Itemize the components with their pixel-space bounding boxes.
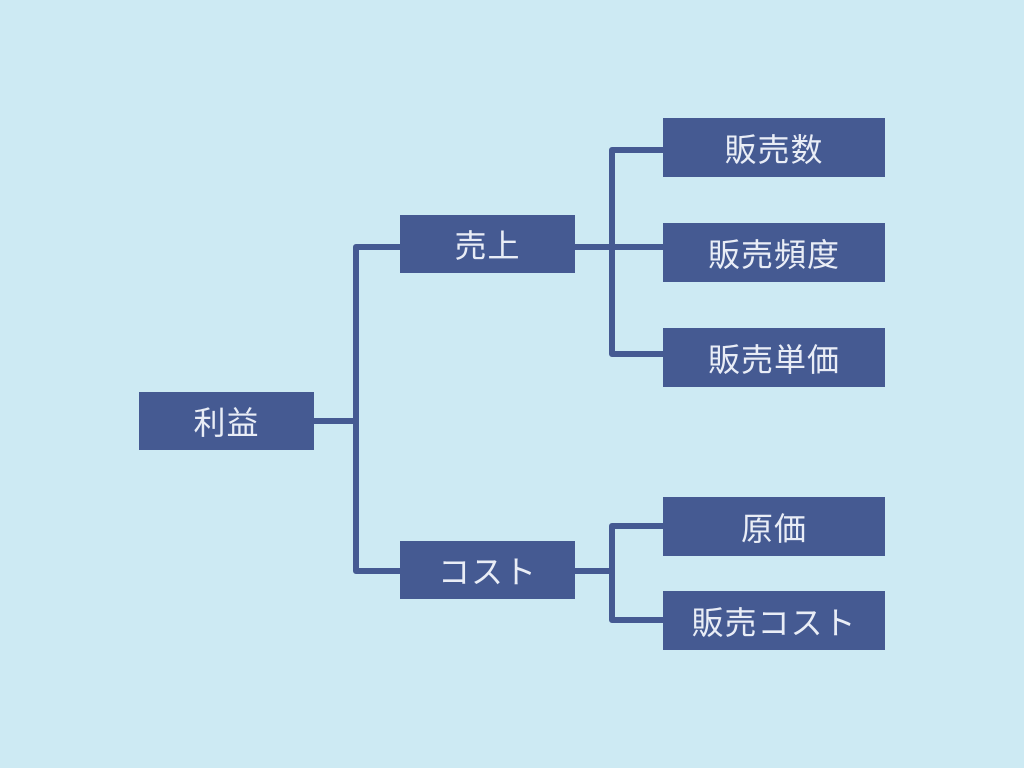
branch-node-cost: コスト <box>400 541 575 599</box>
connector-root-to-branches <box>311 244 403 574</box>
leaf-node-sales-frequency: 販売頻度 <box>663 223 885 282</box>
connector-sales-to-children <box>572 147 666 357</box>
leaf-node-sales-count: 販売数 <box>663 118 885 177</box>
root-node-profit: 利益 <box>139 392 314 450</box>
leaf-node-sales-cost: 販売コスト <box>663 591 885 650</box>
leaf-node-unit-price: 販売単価 <box>663 328 885 387</box>
connector-cost-to-children <box>572 523 666 623</box>
leaf-node-cost-of-goods: 原価 <box>663 497 885 556</box>
branch-node-sales: 売上 <box>400 215 575 273</box>
